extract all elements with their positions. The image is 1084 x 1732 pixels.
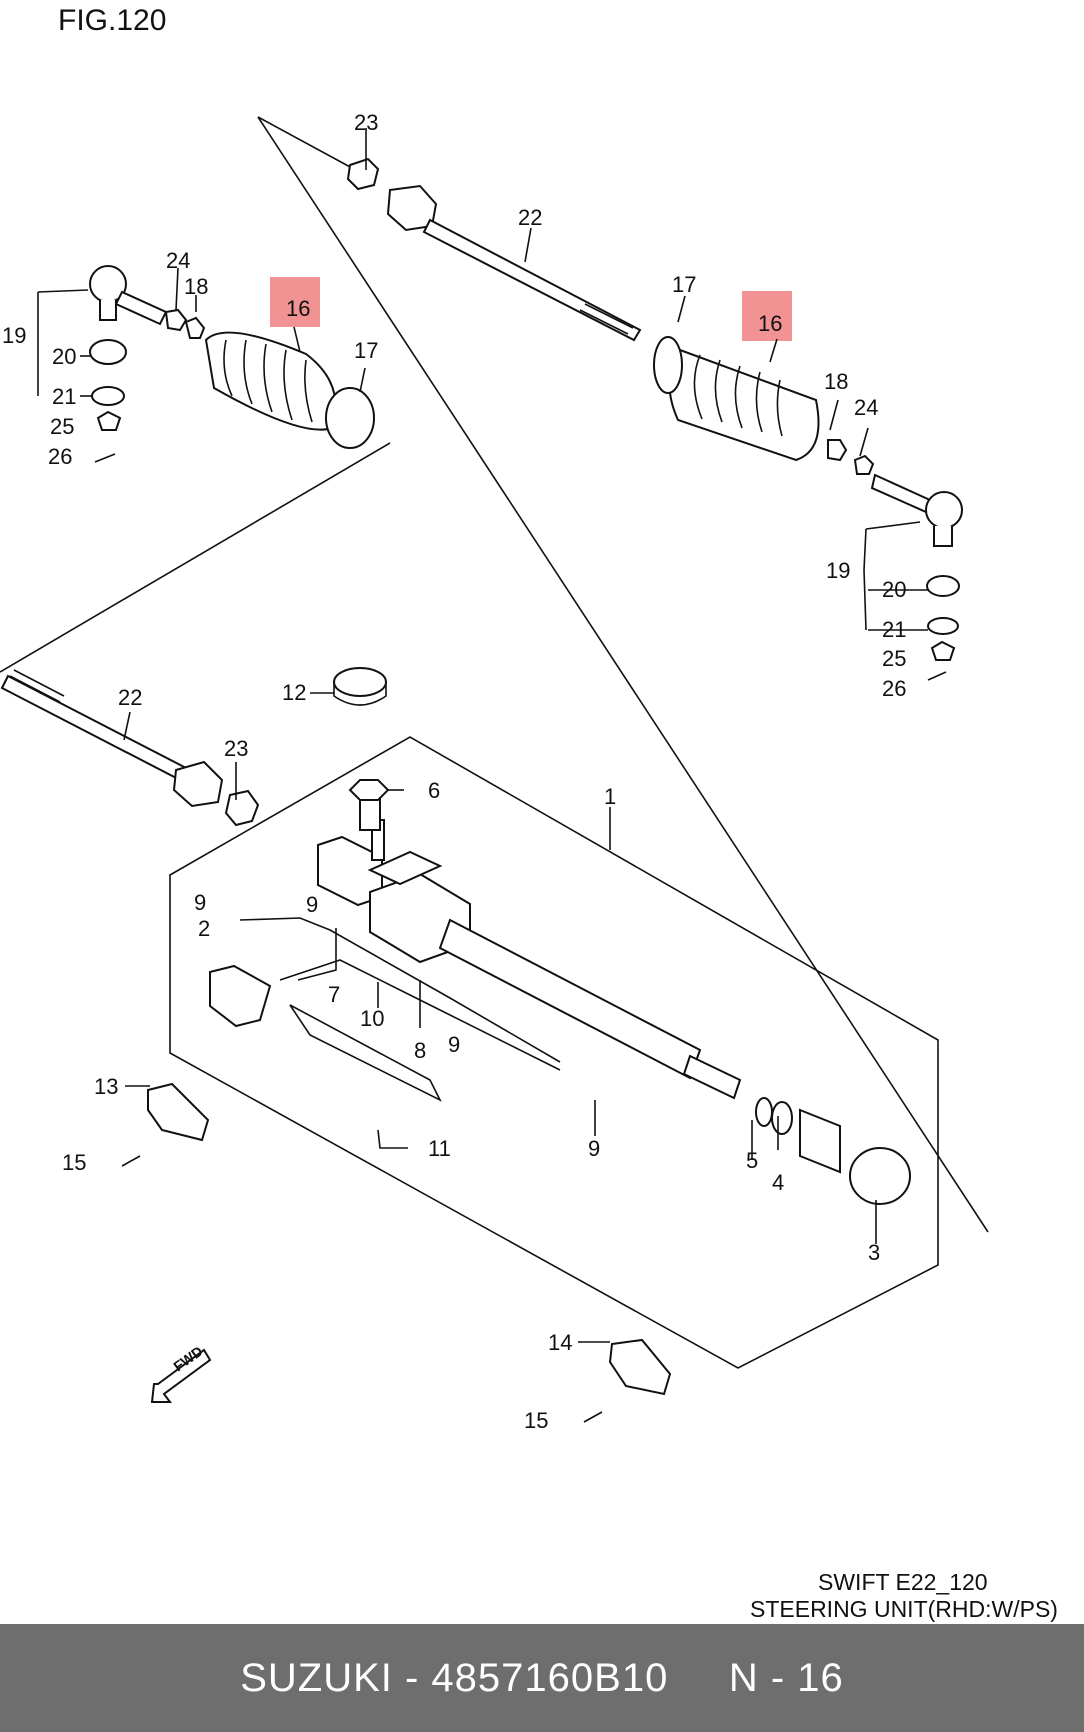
callout-18: 18: [184, 274, 208, 299]
highlight-16-right: [742, 291, 792, 341]
callout-19: 19: [2, 323, 26, 348]
callout-26: 26: [48, 444, 72, 469]
boundary-line-top: [257, 116, 353, 169]
callout-9: 9: [588, 1136, 600, 1161]
mount-12: [333, 667, 390, 801]
clamp-2: [209, 964, 272, 1028]
callout-17: 17: [354, 338, 378, 363]
callout-16: 16: [286, 296, 310, 321]
highlight-16-left: [270, 277, 320, 327]
footer-part-info: SUZUKI - 4857160B10 N - 16: [240, 1655, 844, 1700]
callout-25: 25: [50, 414, 74, 439]
callout-26: 26: [882, 676, 906, 701]
footer-bar: SUZUKI - 4857160B10 N - 16: [0, 1624, 1084, 1732]
tie-rod-right: [346, 157, 642, 342]
parts-diagram: FIG.120: [0, 4, 1058, 1622]
figure-label: FIG.120: [58, 4, 166, 37]
callout-15: 15: [62, 1150, 86, 1175]
tie-rod-left: [0, 669, 260, 827]
callout-22: 22: [518, 205, 542, 230]
callout-15: 15: [524, 1408, 548, 1433]
callout-14: 14: [548, 1330, 572, 1355]
boundary-line-left: [0, 442, 391, 673]
callout-2: 2: [198, 916, 210, 941]
callout-20: 20: [52, 344, 76, 369]
callout-21: 21: [882, 617, 906, 642]
callout-24: 24: [854, 395, 878, 420]
tie-rod-end-right: [827, 439, 963, 681]
callout-1: 1: [604, 784, 616, 809]
boot-3: [755, 1097, 911, 1205]
callout-16: 16: [758, 311, 782, 336]
fwd-arrow-icon: FWD: [150, 1343, 212, 1403]
boot-left: [204, 331, 375, 449]
callout-10: 10: [360, 1006, 384, 1031]
callout-5: 5: [746, 1148, 758, 1173]
bracket-13: [121, 1082, 210, 1167]
leader-lines: [37, 128, 928, 1343]
callout-13: 13: [94, 1074, 118, 1099]
callout-9: 9: [194, 890, 206, 915]
callout-25: 25: [882, 646, 906, 671]
callout-9: 9: [306, 892, 318, 917]
bracket-14: [583, 1338, 672, 1423]
housing-outline: [169, 736, 939, 1369]
callout-19: 19: [826, 558, 850, 583]
callout-20: 20: [882, 577, 906, 602]
callout-12: 12: [282, 680, 306, 705]
callout-8: 8: [414, 1038, 426, 1063]
callout-6: 6: [428, 778, 440, 803]
callout-3: 3: [868, 1240, 880, 1265]
callout-23: 23: [354, 110, 378, 135]
boundary-line: [257, 116, 989, 1233]
callout-21: 21: [52, 384, 76, 409]
caption-line-2: STEERING UNIT(RHD:W/PS): [750, 1596, 1058, 1622]
callout-4: 4: [772, 1170, 784, 1195]
callout-17: 17: [672, 272, 696, 297]
caption-line-1: SWIFT E22_120: [818, 1569, 988, 1595]
boot-right: [653, 336, 820, 462]
callout-7: 7: [328, 982, 340, 1007]
callout-11: 11: [428, 1136, 451, 1161]
callout-24: 24: [166, 248, 190, 273]
callout-23: 23: [224, 736, 248, 761]
rack-housing: [239, 789, 742, 1102]
callout-9: 9: [448, 1032, 460, 1057]
callout-18: 18: [824, 369, 848, 394]
callout-22: 22: [118, 685, 142, 710]
tie-rod-end-left: [89, 265, 206, 463]
